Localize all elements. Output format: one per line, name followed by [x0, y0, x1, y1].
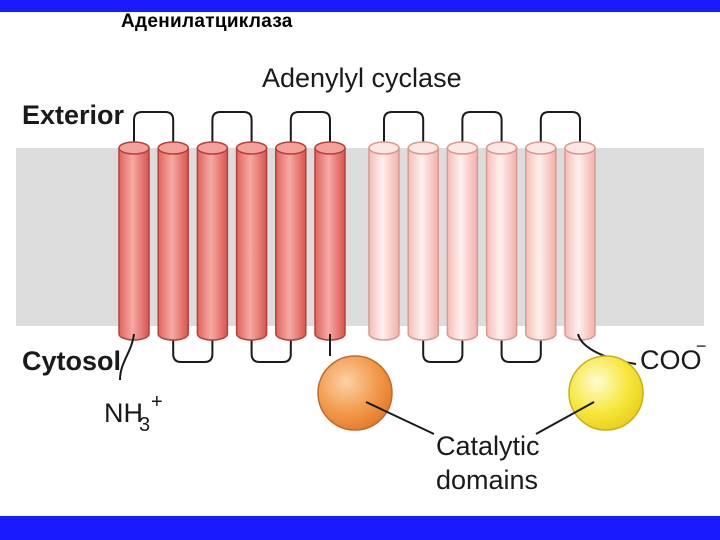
helix-1-1 — [118, 141, 150, 341]
extracellular-loop-6 — [383, 111, 425, 142]
helix-1-6 — [314, 141, 346, 341]
catalytic-domain-2 — [568, 355, 644, 431]
catalytic-label-line2: domains — [436, 465, 538, 495]
n-terminus-tail — [119, 333, 135, 381]
extracellular-loop-10 — [539, 111, 581, 142]
helix-2-3 — [446, 141, 479, 341]
helix-1-2 — [157, 141, 189, 341]
helix-2-1 — [368, 141, 400, 341]
cytosolic-loop-7 — [422, 338, 464, 363]
cytosolic-loop-4 — [250, 338, 292, 363]
extracellular-loop-1 — [133, 111, 175, 142]
cytosol-label: Cytosol — [22, 346, 121, 376]
helix-1-3 — [196, 141, 229, 341]
cytosolic-loop-2 — [172, 338, 214, 363]
c-terminus-superscript: − — [696, 336, 707, 356]
slide-title: Аденилатциклаза — [121, 11, 293, 32]
n-terminus-superscript: + — [151, 391, 163, 413]
c-terminus-tail — [577, 333, 637, 365]
helix-1-5 — [275, 141, 307, 341]
helix-2-6 — [564, 141, 596, 341]
connecting-loops — [133, 111, 581, 363]
exterior-label: Exterior — [22, 100, 125, 130]
helix-2-2 — [407, 141, 439, 341]
n-terminus-base: NH — [104, 398, 143, 428]
diagram-heading: Adenylyl cyclase — [262, 63, 462, 93]
helix-2-5 — [525, 141, 557, 341]
extracellular-loop-5 — [289, 111, 331, 142]
n-terminus-subscript: 3 — [139, 414, 150, 436]
extracellular-loop-3 — [211, 111, 253, 142]
n-terminus-label: NH — [104, 398, 143, 428]
transmembrane-helices — [118, 141, 596, 341]
cytosolic-loop-9 — [500, 338, 542, 363]
helix-1-4 — [235, 141, 268, 341]
helix-2-4 — [485, 141, 518, 341]
bottom-bar — [0, 516, 720, 540]
catalytic-pointer-2 — [535, 401, 595, 435]
catalytic-pointer-1 — [365, 401, 435, 435]
catalytic-label-line1: Catalytic — [436, 431, 540, 461]
catalytic-domain-1 — [317, 355, 393, 431]
extracellular-loop-8 — [461, 111, 503, 142]
slide-title-strip: Аденилатциклаза — [0, 11, 720, 36]
c-terminus-label: COO — [640, 345, 702, 375]
